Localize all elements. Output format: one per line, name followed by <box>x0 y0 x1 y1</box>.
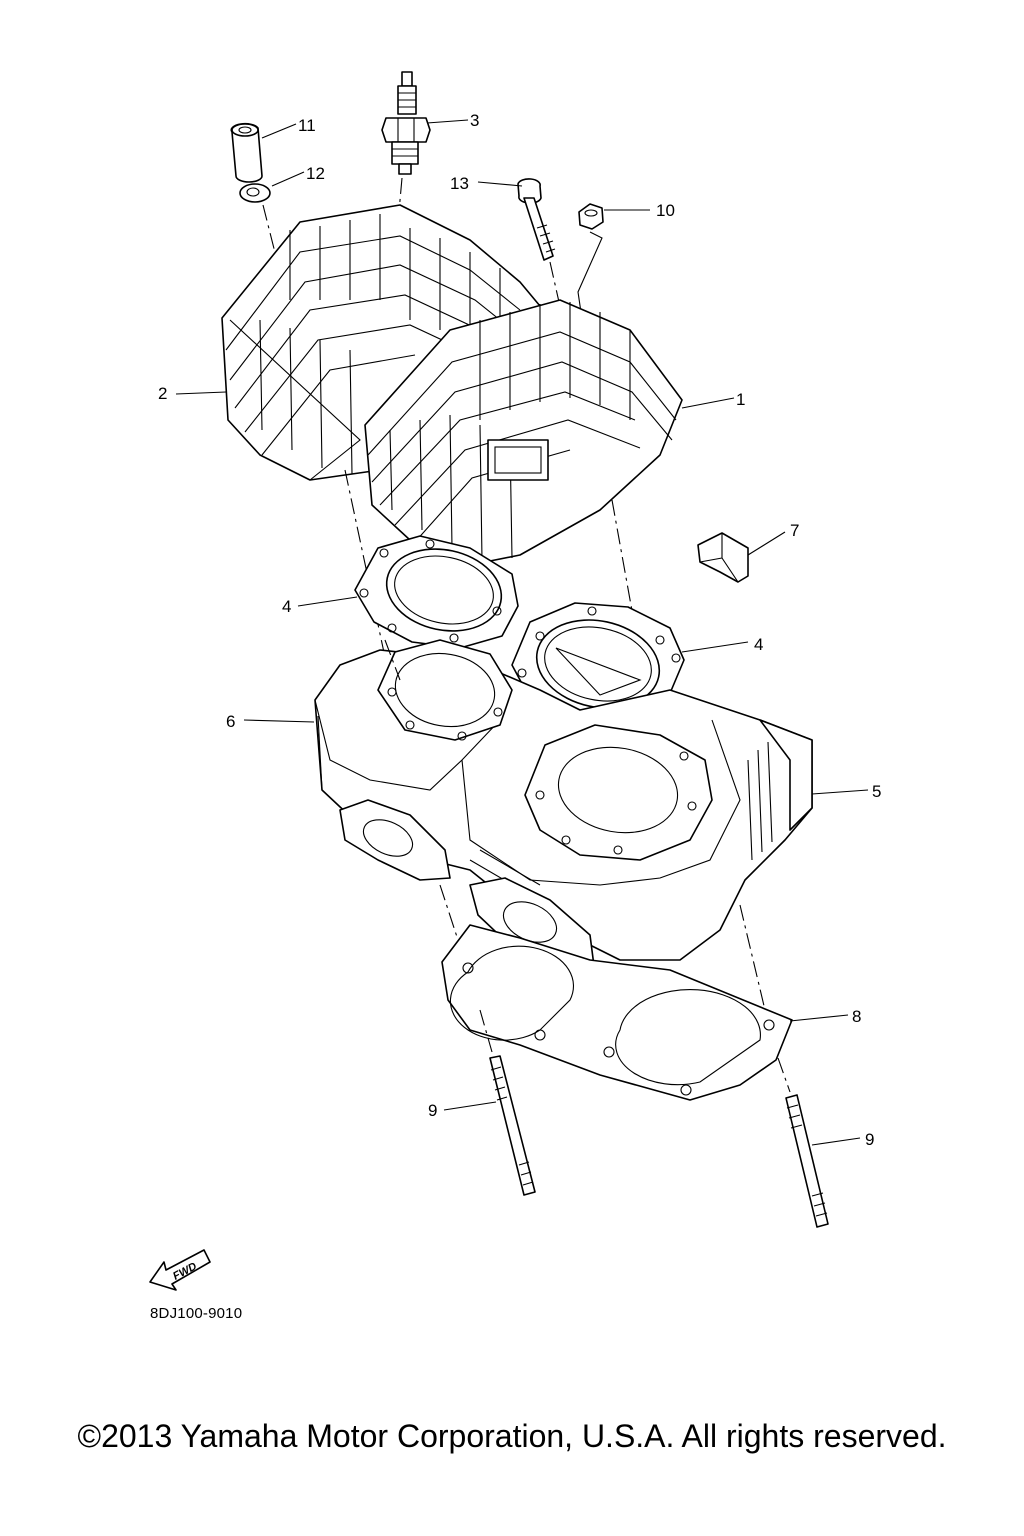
head-gasket-rear <box>354 535 519 649</box>
head-gasket-front <box>511 602 685 726</box>
callout-12: 12 <box>306 164 325 183</box>
cylinder-block <box>314 639 813 1011</box>
base-gasket <box>441 924 793 1101</box>
callout-2: 2 <box>158 384 167 403</box>
fwd-arrow-icon: FWD <box>149 1249 211 1291</box>
callout-8: 8 <box>852 1007 861 1026</box>
leader-lines <box>175 119 869 1146</box>
stud-bolt-right <box>777 1057 829 1228</box>
callout-3: 3 <box>470 111 479 130</box>
cylinder-head-front <box>344 299 683 691</box>
spark-plug <box>381 71 431 291</box>
diagram-code: 8DJ100-9010 <box>150 1305 243 1322</box>
fwd-label: FWD <box>171 1260 199 1282</box>
rubber-cap-part <box>697 532 749 583</box>
callout-9-left: 9 <box>428 1101 437 1120</box>
callout-10: 10 <box>656 201 675 220</box>
callout-4-lower: 4 <box>754 635 763 654</box>
callout-4-upper: 4 <box>282 597 291 616</box>
copyright-notice: ©2013 Yamaha Motor Corporation, U.S.A. A… <box>77 1418 947 1454</box>
callout-7: 7 <box>790 521 799 540</box>
callout-1: 1 <box>736 390 745 409</box>
callout-6: 6 <box>226 712 235 731</box>
stud-bolt-left <box>479 1009 536 1196</box>
callout-13: 13 <box>450 174 469 193</box>
callout-5: 5 <box>872 782 881 801</box>
sleeve-part <box>230 122 263 183</box>
callout-11: 11 <box>298 116 316 135</box>
callout-labels: 1 2 3 4 4 5 6 7 8 9 9 10 11 12 13 <box>158 111 881 1149</box>
callout-9-right: 9 <box>865 1130 874 1149</box>
